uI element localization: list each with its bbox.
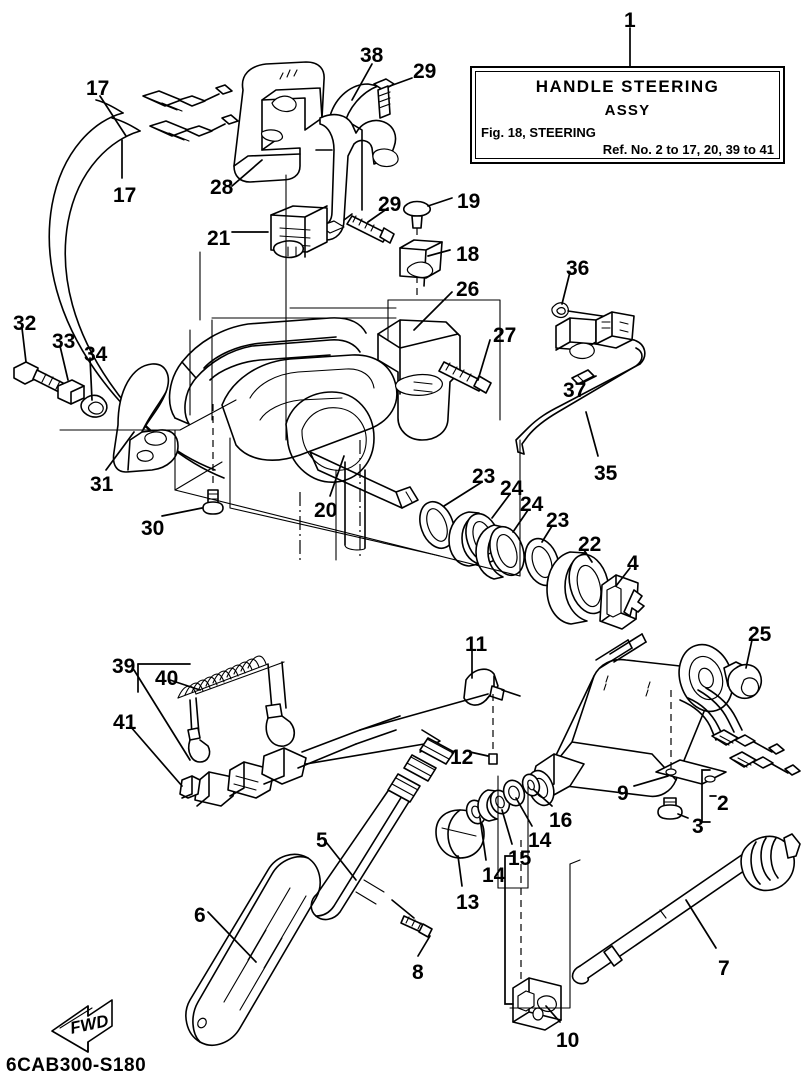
title-line-1: HANDLE STEERING <box>535 77 720 96</box>
callout-pin: 12 <box>450 746 474 769</box>
cable-holder-group <box>399 200 443 300</box>
callout-bolt-short: 30 <box>141 517 165 540</box>
seal-ring-group <box>419 500 645 630</box>
callout-bushing-holder: 4 <box>627 552 639 575</box>
callout-steering-shaft-housing: 20 <box>314 499 338 522</box>
callout-switch-cap: 41 <box>113 711 137 734</box>
callout-bushing: 24 <box>520 493 544 516</box>
title-line-2: ASSY <box>604 102 651 119</box>
callout-washer: 34 <box>84 343 108 366</box>
callout-o-ring: 23 <box>472 465 496 488</box>
callout-grommet: 36 <box>566 257 590 280</box>
leader-lines <box>21 27 753 1023</box>
callout-cable-joint: 10 <box>556 1029 580 1052</box>
fwd-arrow <box>51 999 113 1053</box>
callout-cable-holder: 18 <box>456 243 480 266</box>
callout-throttle-cable-set: 2 <box>717 792 729 815</box>
wire-harness-group <box>515 302 646 455</box>
callout-cable-clamp: 21 <box>207 227 231 250</box>
cable-clamp-group <box>270 205 328 259</box>
callout-cap-end: 13 <box>456 891 480 914</box>
callout-handle-steering-assy: 1 <box>624 9 636 32</box>
callout-harness-clip: 37 <box>563 379 587 402</box>
callout-wire-harness: 35 <box>594 462 618 485</box>
callout-engine-stop-switch-assy: 39 <box>112 655 136 678</box>
callout-throttle-stopper: 11 <box>465 633 488 656</box>
callout-bolt-upper: 29 <box>413 60 437 83</box>
callout-handle-cover: 38 <box>360 44 384 67</box>
cable-joint-group <box>512 840 562 1031</box>
construction-lines <box>59 174 581 1009</box>
callout-brackets <box>137 663 717 1005</box>
left-small-parts-group <box>13 361 179 473</box>
throttle-cable-right-group <box>679 687 801 776</box>
callout-steering-hook: 31 <box>90 473 114 496</box>
callout-throttle-grip: 6 <box>194 904 206 927</box>
callout-o-ring: 23 <box>546 509 570 532</box>
callout-steering-arm-bracket: 26 <box>456 278 480 301</box>
callout-throttle-shaft: 5 <box>316 829 328 852</box>
callout-bolt-with-washer: 32 <box>13 312 37 335</box>
title-line-4: Ref. No. 2 to 17, 20, 39 to 41 <box>602 142 774 157</box>
callout-seal: 22 <box>578 533 602 556</box>
callout-washer: 14 <box>528 829 552 852</box>
tiller-handle-body-group <box>299 633 763 807</box>
handle-rod-group <box>571 833 801 985</box>
callout-collar: 33 <box>52 330 76 353</box>
title-block: HANDLE STEERING ASSY Fig. 18, STEERING R… <box>470 66 785 164</box>
throttle-grip-group <box>185 737 455 1046</box>
callout-throttle-cable: 17 <box>86 77 110 100</box>
steering-body-group <box>168 317 492 551</box>
lanyard-switch-group <box>177 655 401 807</box>
callout-bolt-long: 27 <box>493 324 517 347</box>
figure-code: 6CAB300-S180 <box>6 1055 147 1076</box>
bracket-plate-group <box>655 690 727 820</box>
bolt-29-group <box>346 78 395 244</box>
callout-washer-outer: 16 <box>549 809 573 832</box>
callout-bolt-flange: 19 <box>457 190 481 213</box>
callout-bracket-plate: 9 <box>617 782 629 805</box>
callout-bolt-flange-small: 3 <box>692 815 704 838</box>
callout-bolt-lower: 29 <box>378 193 402 216</box>
title-line-3: Fig. 18, STEERING <box>481 125 596 140</box>
title-block-inner-border <box>475 71 780 159</box>
callout-steering-handle-rod: 7 <box>718 957 730 980</box>
callout-throttle-cable: 17 <box>113 184 137 207</box>
callout-handle-grip-bracket: 28 <box>210 176 234 199</box>
throttle-cables-group <box>48 84 239 479</box>
coil-cord <box>177 655 285 699</box>
callout-spring: 15 <box>508 847 532 870</box>
callout-cap: 25 <box>748 623 772 646</box>
callout-screw: 8 <box>412 961 424 984</box>
callout-bushing: 24 <box>500 477 524 500</box>
callout-lanyard-cord: 40 <box>155 667 179 690</box>
callout-washer: 14 <box>482 864 506 887</box>
